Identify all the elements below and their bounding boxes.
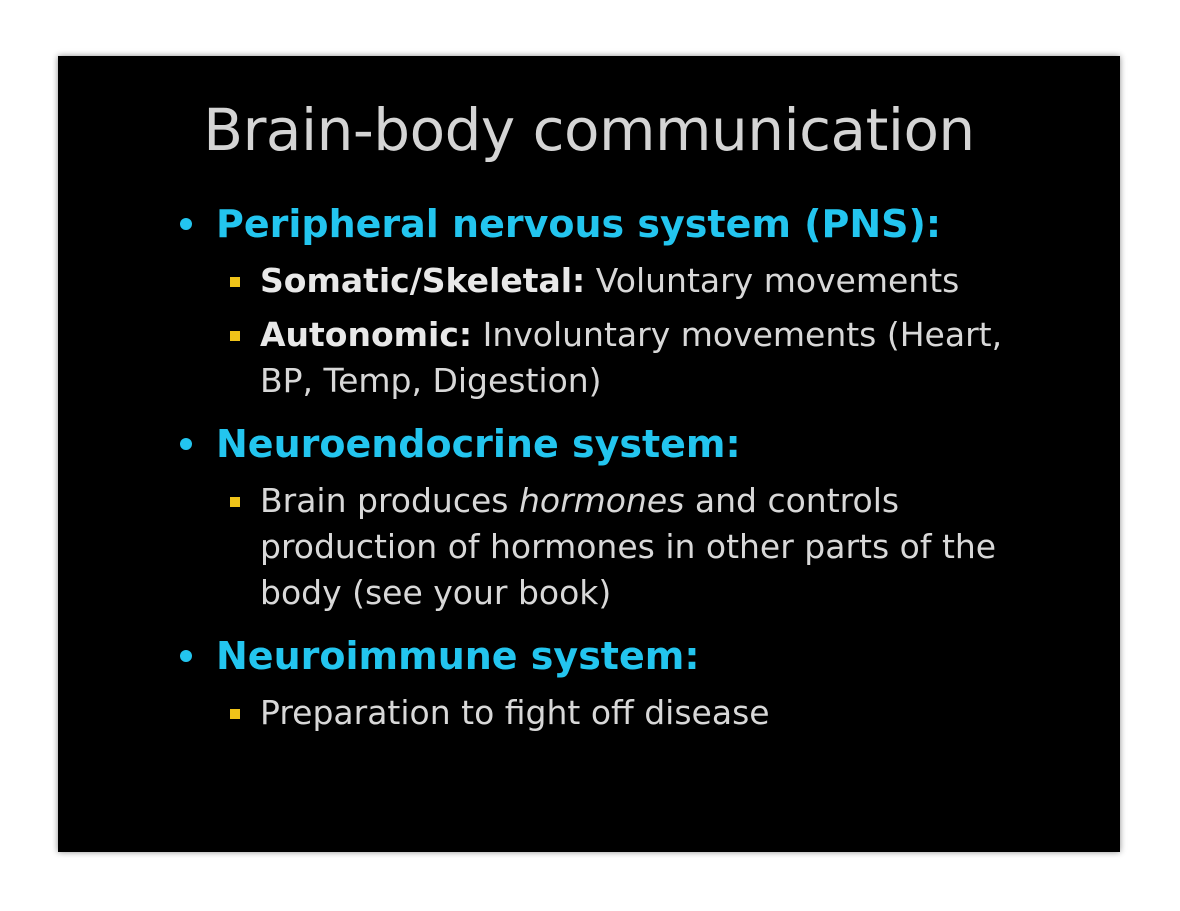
- sub-bullet-hormones: Brain produces hormones and controls pro…: [174, 478, 1054, 616]
- desc-autonomic: Involuntary movements (Heart, BP, Temp, …: [260, 315, 1003, 400]
- square-bullet-icon: [230, 331, 240, 341]
- bullet-neuroimmune: Neuroimmune system:: [174, 630, 1054, 682]
- term-hormones: hormones: [518, 481, 685, 520]
- desc-hormones-pre: Brain produces: [260, 481, 519, 520]
- desc-disease: Preparation to fight off disease: [260, 693, 770, 732]
- sub-bullet-disease: Preparation to fight off disease: [174, 690, 1054, 736]
- slide-content: Peripheral nervous system (PNS): Somatic…: [174, 198, 1054, 736]
- round-bullet-icon: [180, 438, 192, 450]
- term-somatic: Somatic/Skeletal:: [260, 261, 586, 300]
- bullet-pns: Peripheral nervous system (PNS):: [174, 198, 1054, 250]
- heading-pns: Peripheral nervous system (PNS):: [216, 202, 942, 246]
- square-bullet-icon: [230, 497, 240, 507]
- sub-bullet-somatic: Somatic/Skeletal: Voluntary movements: [174, 258, 1054, 304]
- desc-hormones-post: and controls production of hormones in o…: [260, 481, 997, 612]
- square-bullet-icon: [230, 277, 240, 287]
- round-bullet-icon: [180, 218, 192, 230]
- slide: Brain-body communication Peripheral nerv…: [58, 56, 1120, 852]
- desc-somatic: Voluntary movements: [585, 261, 960, 300]
- square-bullet-icon: [230, 709, 240, 719]
- round-bullet-icon: [180, 650, 192, 662]
- slide-title: Brain-body communication: [203, 96, 975, 164]
- heading-neuroendocrine: Neuroendocrine system:: [216, 422, 741, 466]
- term-autonomic: Autonomic:: [260, 315, 473, 354]
- bullet-neuroendocrine: Neuroendocrine system:: [174, 418, 1054, 470]
- sub-bullet-autonomic: Autonomic: Involuntary movements (Heart,…: [174, 312, 1054, 404]
- heading-neuroimmune: Neuroimmune system:: [216, 634, 700, 678]
